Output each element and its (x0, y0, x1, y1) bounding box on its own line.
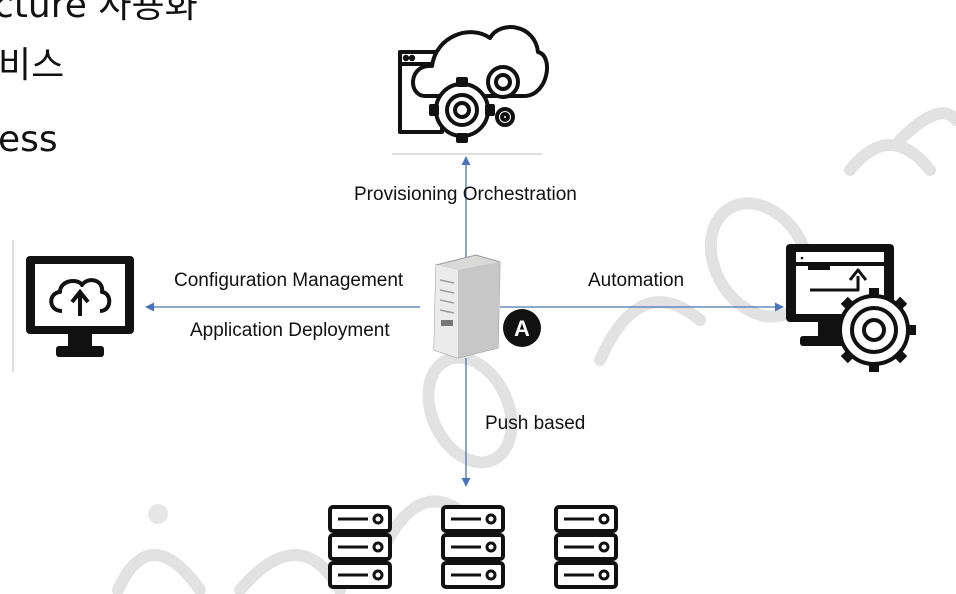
label-application-deployment: Application Deployment (190, 320, 390, 341)
slide-text-line-2: 비스 (0, 45, 65, 86)
server-rack-icon (441, 505, 505, 589)
svg-text:A: A (514, 316, 530, 341)
server-rack-icon (554, 505, 618, 589)
cloud-upload-monitor-icon (26, 256, 134, 357)
label-push-based: Push based (485, 413, 585, 434)
label-provisioning-orchestration: Provisioning Orchestration (354, 184, 577, 205)
server-rack-icon (328, 505, 392, 589)
slide-text-line-3: ess (0, 119, 58, 160)
ansible-server-icon (433, 254, 501, 359)
label-automation: Automation (588, 270, 684, 291)
cloud-gears-icon (398, 25, 549, 143)
ansible-logo-icon: A (503, 309, 541, 347)
slide-text-line-1: cture 사용화 (0, 0, 198, 26)
monitor-gear-icon (786, 244, 916, 372)
label-configuration-management: Configuration Management (174, 270, 404, 291)
